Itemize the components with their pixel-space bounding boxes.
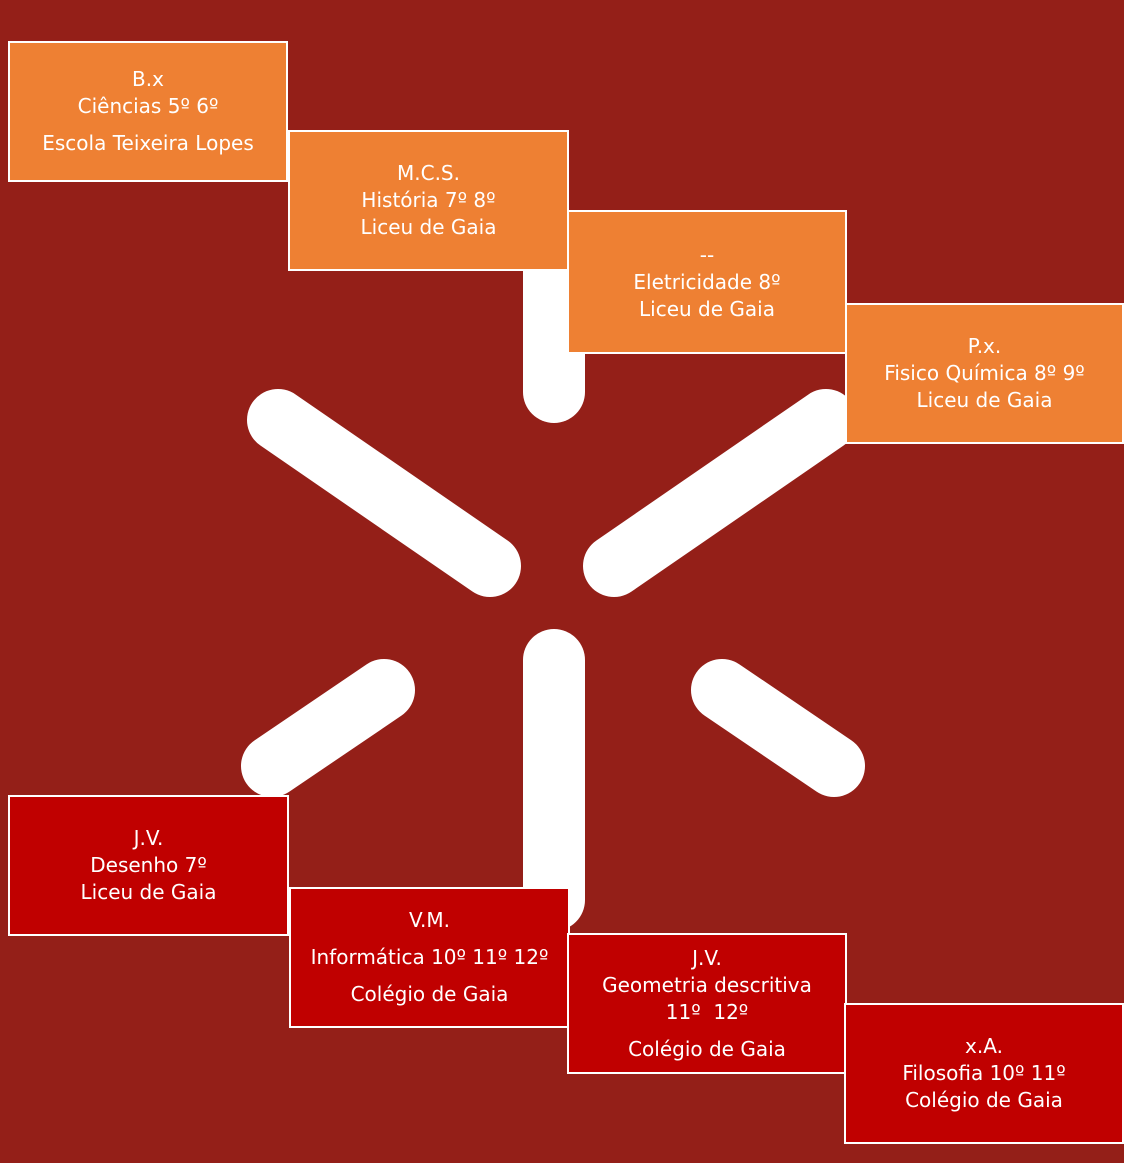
emblem-bar-lower-left (241, 659, 415, 797)
card-school: Liceu de Gaia (916, 388, 1053, 412)
card-subject: História 7º 8º (361, 188, 496, 212)
teacher-card-vm: V.M. Informática 10º 11º 12º Colégio de … (289, 887, 570, 1028)
card-initials: V.M. (408, 908, 451, 932)
teacher-card-px: P.x. Fisico Química 8º 9º Liceu de Gaia (845, 303, 1124, 444)
card-initials: M.C.S. (397, 161, 460, 185)
card-initials: x.A. (965, 1034, 1003, 1058)
teacher-card-jv-geometria: J.V. Geometria descritiva 11º 12º Colégi… (567, 933, 847, 1074)
card-subject: Filosofia 10º 11º (902, 1061, 1066, 1085)
teacher-card-jv-desenho: J.V. Desenho 7º Liceu de Gaia (8, 795, 289, 936)
teacher-card-bx: B.x Ciências 5º 6º Escola Teixeira Lopes (8, 41, 288, 182)
card-school: Escola Teixeira Lopes (42, 131, 254, 155)
card-subject: Desenho 7º (90, 853, 207, 877)
card-initials: J.V. (133, 826, 164, 850)
card-subject: Fisico Química 8º 9º (884, 361, 1085, 385)
emblem-bar-lower-right (691, 659, 865, 797)
card-school: Liceu de Gaia (80, 880, 217, 904)
card-subject-line2: 11º 12º (665, 999, 749, 1024)
card-school: Liceu de Gaia (360, 215, 497, 239)
card-subject: Eletricidade 8º (633, 269, 781, 294)
emblem-bar-upper-right (583, 389, 857, 597)
card-subject: Geometria descritiva (602, 972, 812, 997)
card-school: Liceu de Gaia (639, 296, 775, 321)
card-initials: J.V. (692, 945, 722, 970)
card-subject: Informática 10º 11º 12º (310, 945, 549, 969)
card-school: Colégio de Gaia (350, 982, 509, 1006)
card-school: Colégio de Gaia (905, 1088, 1063, 1112)
teacher-card-eletricidade: -- Eletricidade 8º Liceu de Gaia (567, 210, 847, 354)
card-initials: -- (699, 242, 715, 267)
card-subject: Ciências 5º 6º (77, 94, 219, 118)
card-initials: P.x. (967, 334, 1002, 358)
teacher-card-xa: x.A. Filosofia 10º 11º Colégio de Gaia (844, 1003, 1124, 1144)
card-school: Colégio de Gaia (628, 1036, 786, 1061)
emblem-bar-upper-left (247, 389, 521, 597)
teacher-card-mcs: M.C.S. História 7º 8º Liceu de Gaia (288, 130, 569, 271)
card-initials: B.x (132, 67, 164, 91)
